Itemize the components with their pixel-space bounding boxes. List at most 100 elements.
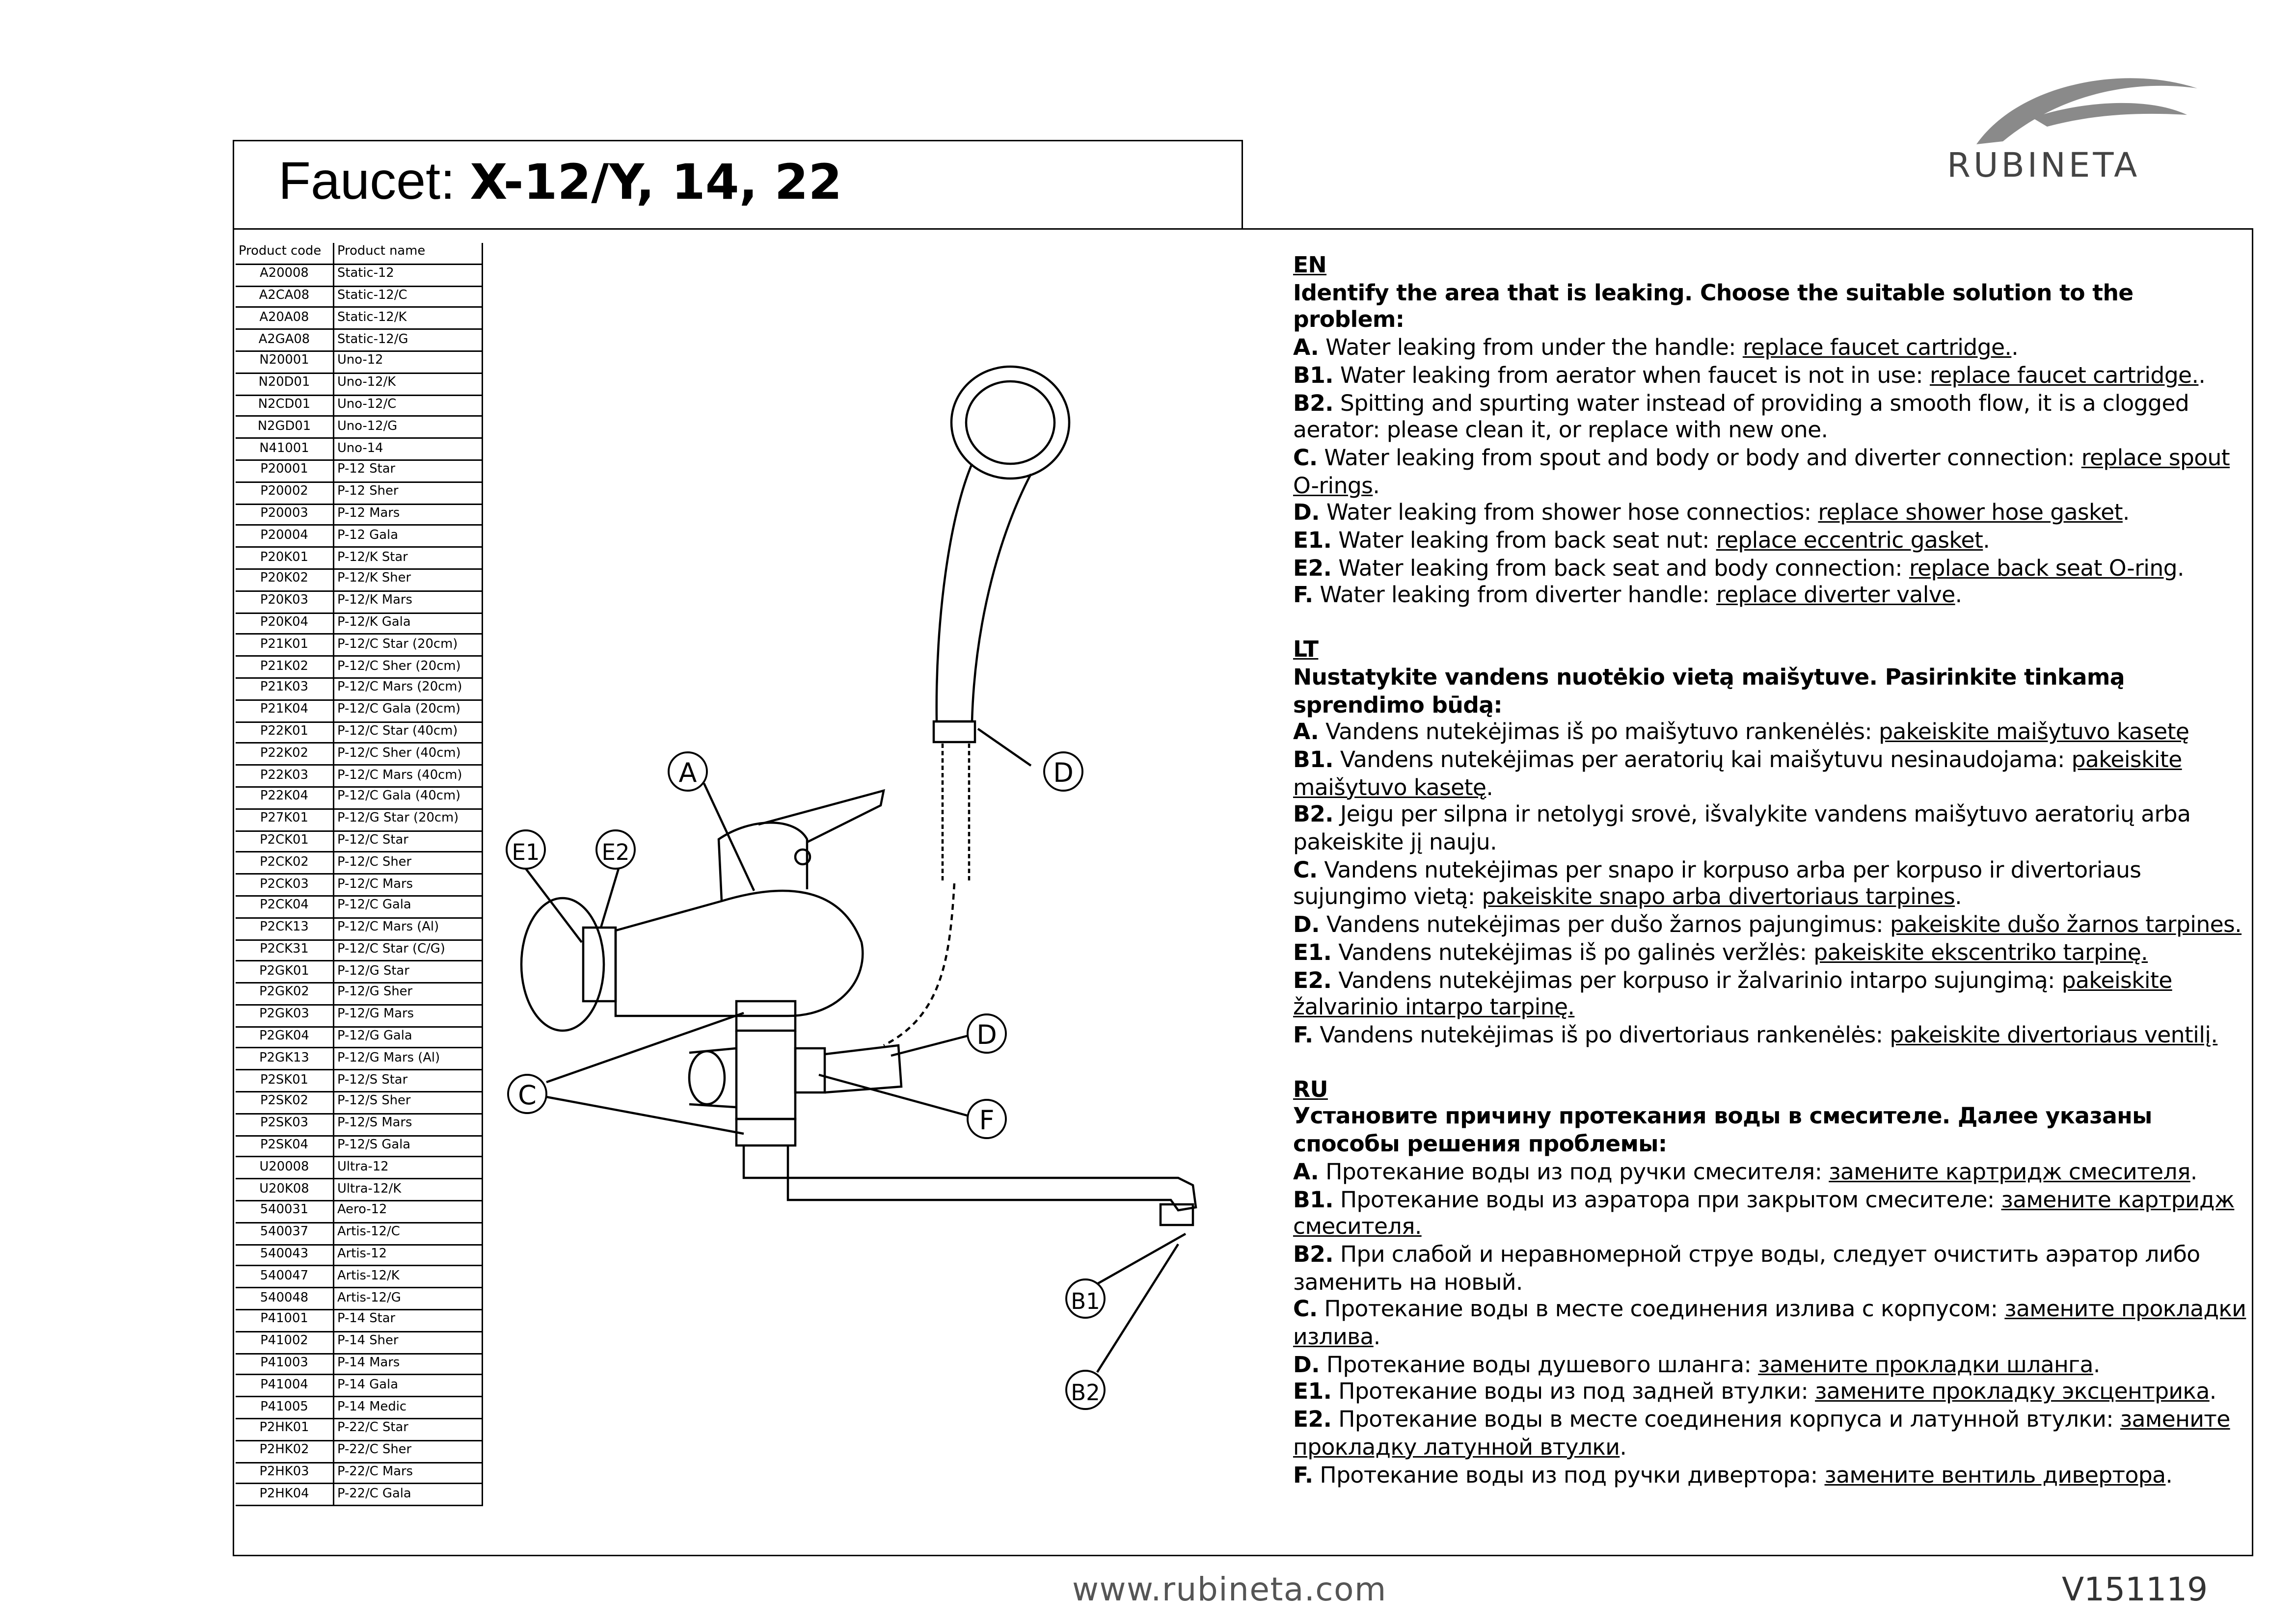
item-solution: замените картридж смесителя.	[1293, 1186, 2235, 1240]
item-text: Jeigu per silpna ir netolygi srovė, išva…	[1293, 801, 2191, 856]
problem-item: C. Vandens nutekėjimas per snapo ir korp…	[1293, 856, 2250, 911]
problem-item: A. Протекание воды из под ручки смесител…	[1293, 1158, 2250, 1186]
wall-flange	[520, 897, 605, 1032]
callout-e1: E1	[512, 839, 540, 865]
website-url[interactable]: www.rubineta.com	[1072, 1572, 1387, 1609]
product-name: P-12/K Star	[333, 546, 483, 570]
product-name: Uno-14	[333, 437, 483, 461]
product-code: 540048	[236, 1287, 334, 1311]
item-text: Water leaking from diverter handle:	[1313, 582, 1716, 609]
product-code: P2SK01	[236, 1069, 334, 1093]
problem-item: E1. Water leaking from back seat nut: re…	[1293, 527, 2250, 555]
item-solution: pakeiskite žalvarinio intarpo tarpinę.	[1293, 966, 2172, 1021]
item-tail: .	[2209, 1379, 2216, 1406]
item-solution: замените прокладку эксцентрика	[1815, 1379, 2210, 1406]
section-heading: Установите причину протекания воды в сме…	[1293, 1103, 2152, 1158]
item-label: E1.	[1293, 939, 1332, 966]
item-text: Протекание воды в месте соединения излив…	[1317, 1296, 2005, 1323]
product-code: U20K08	[236, 1178, 334, 1202]
product-name: P-12 Mars	[333, 503, 483, 527]
item-tail: .	[1373, 1324, 1380, 1351]
problem-item: B1. Water leaking from aerator when fauc…	[1293, 362, 2250, 389]
problem-item: B2. Jeigu per silpna ir netolygi srovė, …	[1293, 801, 2250, 856]
item-text: Протекание воды в месте соединения корпу…	[1331, 1406, 2120, 1433]
product-code: P22K02	[236, 743, 334, 766]
problem-item: C. Протекание воды в месте соединения из…	[1293, 1296, 2250, 1351]
item-solution: replace eccentric gasket	[1716, 527, 1983, 554]
product-code: 540037	[236, 1222, 334, 1245]
product-name: P-22/C Star	[333, 1418, 483, 1441]
item-tail: .	[2190, 1158, 2197, 1185]
callout-d-hose: D	[1053, 757, 1074, 788]
callout-d-diverter: D	[976, 1019, 997, 1050]
product-code: P22K01	[236, 720, 334, 744]
item-text: Water leaking from under the handle:	[1319, 334, 1743, 361]
product-code: P41004	[236, 1374, 334, 1398]
product-code: P2HK03	[236, 1461, 334, 1485]
product-code: P20003	[236, 503, 334, 527]
faucet-diagram: A D E1 E2 C D F B1 B2	[506, 365, 1197, 1410]
product-name: P-12/C Gala (20cm)	[333, 699, 483, 722]
product-name: Artis-12/K	[333, 1265, 483, 1289]
item-text: Vandens nutekėjimas iš po galinės veržlė…	[1331, 939, 1814, 966]
item-text: Протекание воды из аэратора при закрытом…	[1333, 1186, 2001, 1213]
item-text: При слабой и неравномерной струе воды, с…	[1293, 1241, 2200, 1295]
product-code: P22K04	[236, 786, 334, 810]
product-name: P-12/C Sher (40cm)	[333, 743, 483, 766]
item-text: Vandens nutekėjimas per aeratorių kai ma…	[1333, 746, 2072, 773]
product-name: P-12/C Star (C/G)	[333, 938, 483, 962]
problem-item: E2. Water leaking from back seat and bod…	[1293, 555, 2250, 582]
problem-item: F. Протекание воды из под ручки дивертор…	[1293, 1462, 2250, 1489]
product-name: P-12/C Sher (20cm)	[333, 655, 483, 679]
item-label: B1.	[1293, 746, 1334, 773]
item-text: Протекание воды из под задней втулки:	[1331, 1379, 1815, 1406]
product-name: P-12/C Mars (20cm)	[333, 677, 483, 701]
item-text: Water leaking from back seat nut:	[1331, 527, 1716, 554]
item-text: Протекание воды из под ручки смесителя:	[1319, 1158, 1829, 1185]
product-code: P2GK13	[236, 1047, 334, 1071]
product-code: P2CK13	[236, 917, 334, 940]
product-name: P-12/G Mars (Al)	[333, 1047, 483, 1071]
product-name: P-12/S Gala	[333, 1135, 483, 1158]
product-name: Uno-12	[333, 350, 483, 374]
item-text: Vandens nutekėjimas per dušo žarnos paju…	[1319, 911, 1890, 938]
item-solution: replace back seat O-ring	[1909, 555, 2178, 582]
problem-item: E2. Vandens nutekėjimas per korpuso ir ž…	[1293, 967, 2250, 1022]
document-version: V151119	[2062, 1572, 2208, 1609]
product-code: P2HK04	[236, 1483, 334, 1507]
product-name: Uno-12/K	[333, 372, 483, 396]
product-code: N20001	[236, 350, 334, 374]
item-text: Протекание воды душевого шланга:	[1319, 1351, 1758, 1378]
product-code: 540031	[236, 1200, 334, 1224]
product-name: P-22/C Sher	[333, 1439, 483, 1463]
product-code: P2SK04	[236, 1135, 334, 1158]
product-code: A20A08	[236, 307, 334, 330]
item-label: F.	[1293, 1461, 1313, 1488]
item-tail: .	[2122, 499, 2130, 526]
content-frame	[233, 228, 2253, 1556]
item-solution: замените прокладку латунной втулки	[1293, 1406, 2230, 1461]
problem-item: F. Water leaking from diverter handle: r…	[1293, 582, 2250, 610]
product-name: P-12/C Star (40cm)	[333, 720, 483, 744]
product-name: P-12/C Mars (Al)	[333, 917, 483, 940]
